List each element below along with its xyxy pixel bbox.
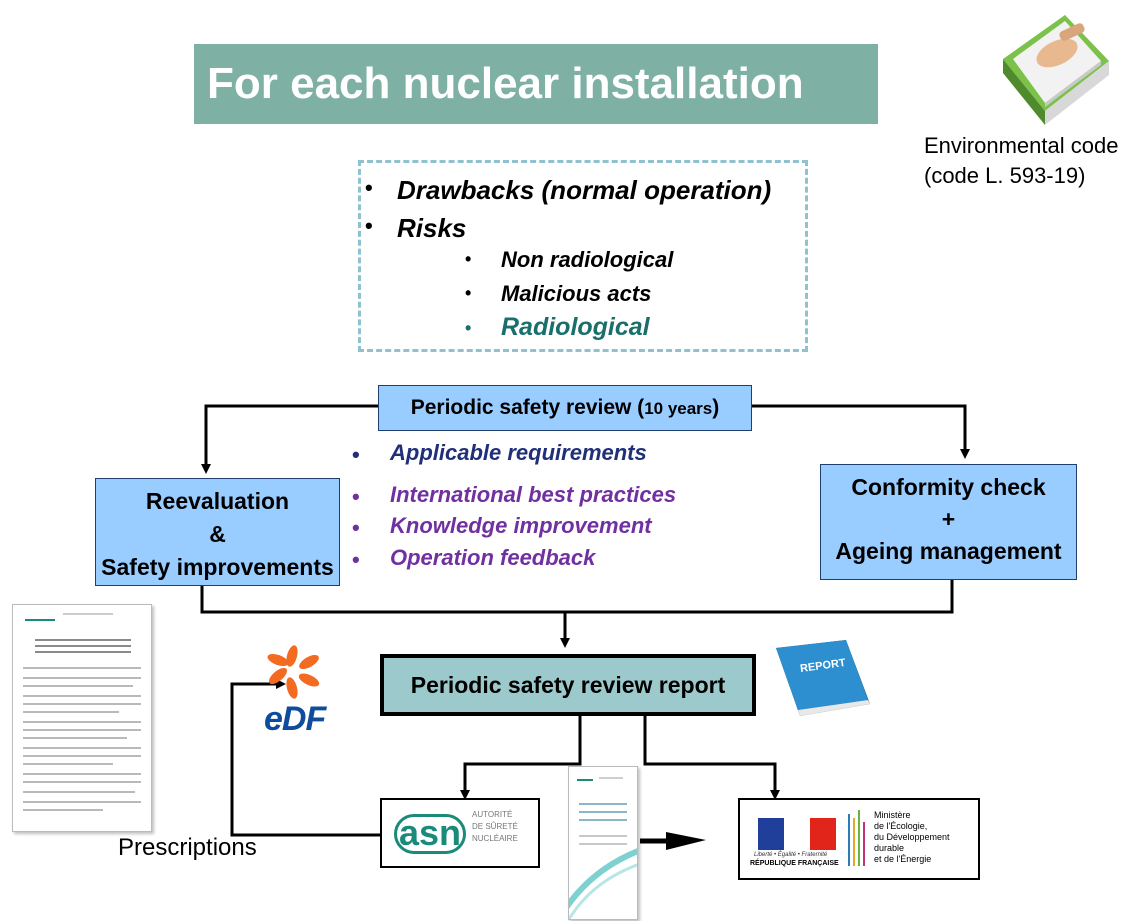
reevaluation-box: Reevaluation & Safety improvements (95, 478, 340, 586)
ministry-line: du Développement (874, 832, 950, 842)
asn-authority-label: AUTORITÉ (472, 810, 513, 819)
decision-document-image (12, 604, 152, 832)
periodic-safety-review-paren: ) (712, 396, 720, 419)
ministry-bar-icon (853, 818, 855, 866)
edf-logo: eDF (262, 644, 332, 740)
safety-improvements-label: Safety improvements (101, 554, 334, 580)
bullet: • (465, 249, 472, 269)
asn-logo-text: asn (399, 812, 462, 853)
asn-surete-label: DE SÛRETÉ (472, 822, 518, 831)
periodic-safety-review-years: 10 years (644, 399, 713, 418)
asn-document-image (568, 766, 638, 920)
bullet: • (365, 213, 373, 238)
periodic-safety-review-label: Periodic safety review ( (410, 396, 645, 419)
requirement-knowledge-improvement: Knowledge improvement (390, 513, 652, 538)
environmental-code-reference: (code L. 593-19) (924, 163, 1086, 188)
prescriptions-label: Prescriptions (118, 834, 257, 861)
conformity-plus: + (941, 506, 956, 532)
report-book-icon: REPORT (772, 640, 872, 718)
bullet: • (352, 484, 360, 509)
periodic-safety-review-report-box: Periodic safety review report (380, 654, 756, 716)
ministry-name: Ministère de l'Écologie, du Développemen… (874, 810, 950, 865)
conformity-check-label: Conformity check (851, 474, 1046, 500)
republic-label: RÉPUBLIQUE FRANÇAISE (750, 860, 839, 867)
ageing-management-label: Ageing management (835, 538, 1062, 564)
asn-logo-ring (394, 814, 466, 854)
requirement-international-practices: International best practices (390, 482, 677, 507)
conformity-box: Conformity check + Ageing management (820, 464, 1077, 580)
asn-nucleaire-label: NUCLÉAIRE (472, 834, 518, 843)
risks-box: • Drawbacks (normal operation) • Risks •… (358, 160, 808, 352)
ministry-line: Ministère (874, 810, 911, 820)
risk-subitem-radiological: Radiological (501, 313, 650, 341)
bullet: • (352, 442, 360, 467)
requirement-operation-feedback: Operation feedback (390, 545, 596, 570)
bullet: • (365, 175, 373, 200)
periodic-safety-review-box: Periodic safety review (10 years) (378, 385, 752, 431)
ministry-line: et de l'Énergie (874, 854, 932, 864)
bullet: • (352, 515, 360, 540)
risk-subitem-malicious-acts: Malicious acts (501, 281, 652, 306)
ministry-line: durable (874, 843, 905, 853)
risk-subitem-non-radiological: Non radiological (501, 247, 674, 272)
risk-item-drawbacks: Drawbacks (normal operation) (397, 175, 772, 205)
asn-logo-box: asn AUTORITÉ DE SÛRETÉ NUCLÉAIRE (380, 798, 540, 868)
risk-item-risks: Risks (397, 213, 467, 243)
french-flag-icon (758, 818, 836, 850)
reevaluation-ampersand: & (209, 521, 226, 547)
bullet: • (465, 283, 472, 303)
bullet: • (465, 318, 472, 338)
environmental-code-label: Environmental code (924, 133, 1119, 158)
republic-motto: Liberté • Égalité • Fraternité (754, 852, 828, 858)
ministry-bar-icon (863, 822, 865, 866)
ministry-logo-box: Liberté • Égalité • Fraternité RÉPUBLIQU… (738, 798, 980, 880)
requirement-applicable: Applicable requirements (390, 440, 647, 465)
diagram-title: For each nuclear installation (194, 44, 878, 124)
book-icon (995, 7, 1115, 127)
ministry-bar-icon (858, 810, 860, 866)
bullet: • (352, 547, 360, 572)
edf-logo-text: eDF (264, 700, 326, 738)
ministry-line: de l'Écologie, (874, 821, 928, 831)
ministry-bar-icon (848, 814, 850, 866)
edf-flower-icon (267, 645, 320, 699)
reevaluation-label: Reevaluation (145, 488, 290, 514)
